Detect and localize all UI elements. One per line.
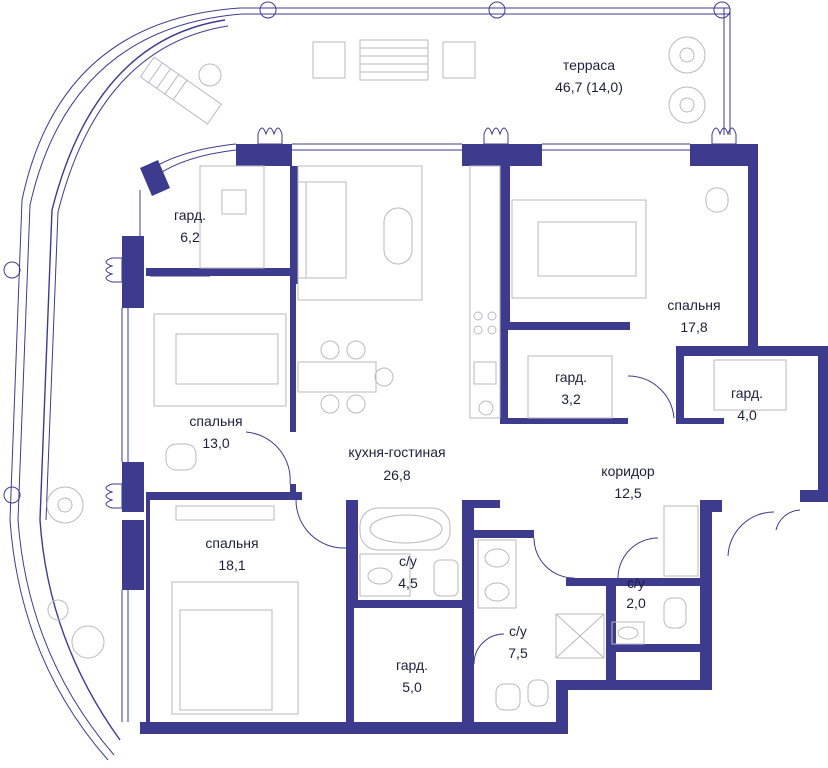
room-area: 6,2 [180, 229, 200, 245]
radiator-icons [105, 127, 737, 509]
room-area: 17,8 [680, 319, 707, 335]
windows [121, 143, 690, 722]
plant-icon [46, 36, 706, 524]
furniture [153, 165, 787, 715]
room-bedroom-2: спальня 17,8 [667, 297, 720, 335]
room-labels: терраса 46,7 (14,0) гард. 6,2 спальня 13… [174, 57, 763, 695]
terrace-furniture [46, 36, 706, 659]
room-name: кухня-гостиная [348, 444, 445, 460]
room-wardrobe-2: гард. 3,2 [555, 369, 587, 407]
room-name: спальня [667, 297, 720, 313]
room-area: 4,0 [737, 407, 757, 423]
room-name: с/у [399, 553, 417, 569]
room-area: 5,0 [402, 679, 422, 695]
room-area: 2,0 [626, 595, 646, 611]
room-bath-1: с/у 4,5 [398, 553, 418, 591]
terrace-railing [3, 1, 731, 761]
room-name: с/у [627, 575, 645, 591]
room-bedroom-3: спальня 18,1 [205, 535, 258, 573]
room-bedroom-1: спальня 13,0 [189, 413, 242, 451]
room-bath-3: с/у 2,0 [626, 575, 646, 611]
room-name: терраса [563, 57, 615, 73]
room-area: 7,5 [508, 645, 528, 661]
room-wardrobe-3: гард. 4,0 [731, 385, 763, 423]
room-area: 4,5 [398, 575, 418, 591]
room-wardrobe-4: гард. 5,0 [396, 657, 428, 695]
room-area: 46,7 (14,0) [555, 79, 623, 95]
room-name: гард. [555, 369, 587, 385]
room-corridor: коридор 12,5 [601, 463, 655, 501]
room-name: гард. [174, 207, 206, 223]
room-terrace: терраса 46,7 (14,0) [555, 57, 623, 95]
room-area: 26,8 [383, 467, 410, 483]
room-area: 13,0 [202, 435, 229, 451]
room-bath-2: с/у 7,5 [508, 623, 528, 661]
room-living: кухня-гостиная 26,8 [348, 444, 445, 483]
room-name: гард. [731, 385, 763, 401]
room-area: 12,5 [614, 485, 641, 501]
room-area: 18,1 [218, 557, 245, 573]
door-swings [150, 275, 801, 665]
room-name: спальня [205, 535, 258, 551]
room-name: спальня [189, 413, 242, 429]
room-area: 3,2 [561, 391, 581, 407]
room-name: гард. [396, 657, 428, 673]
room-wardrobe-1: гард. 6,2 [174, 207, 206, 245]
walls [122, 144, 828, 734]
room-name: коридор [601, 463, 655, 479]
room-name: с/у [509, 623, 527, 639]
